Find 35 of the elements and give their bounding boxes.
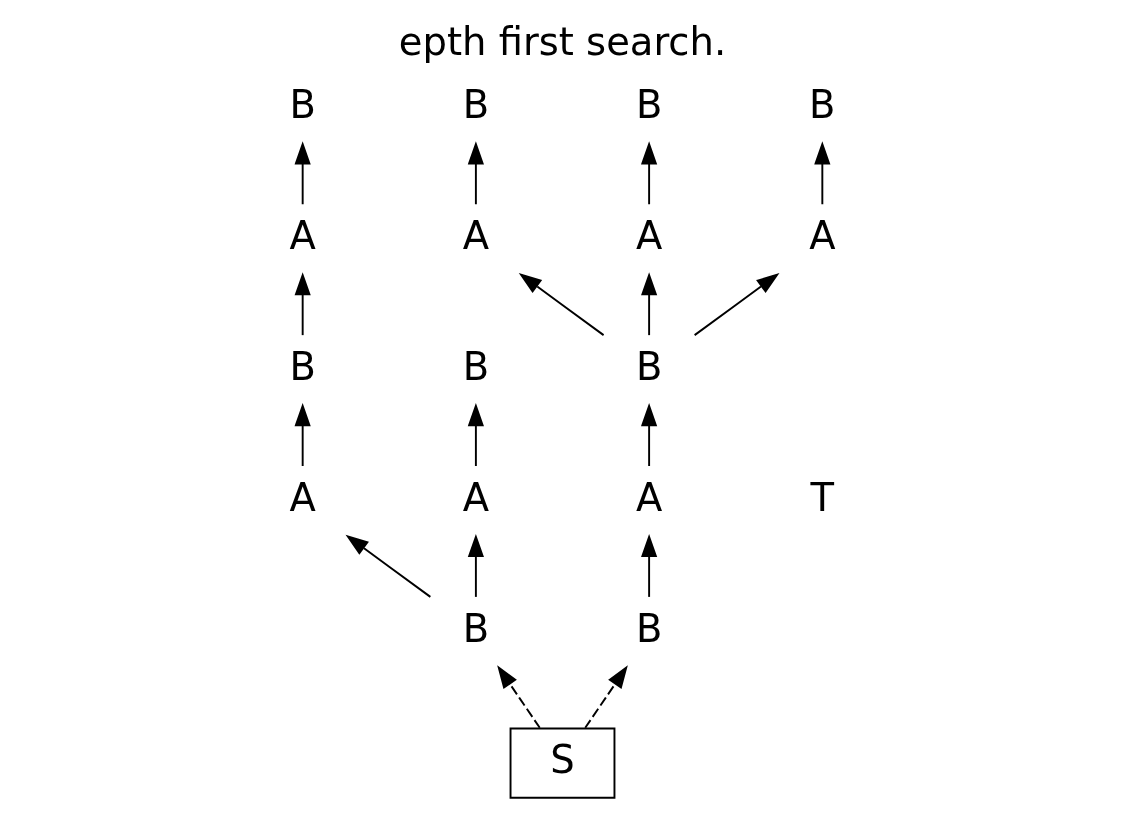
node-text: B xyxy=(635,82,662,128)
node-text: A xyxy=(635,474,662,520)
node-text: B xyxy=(462,344,489,390)
arrow xyxy=(640,403,657,467)
node-text: B xyxy=(288,82,316,128)
node-text: B xyxy=(808,82,836,128)
node-text: A xyxy=(808,213,835,259)
arrow xyxy=(640,272,657,337)
arrow xyxy=(294,141,311,206)
arrow xyxy=(496,665,541,729)
arrow xyxy=(518,272,605,337)
arrow xyxy=(467,403,484,467)
node-text: A xyxy=(462,474,489,520)
node-text: B xyxy=(635,605,662,651)
arrow xyxy=(467,141,484,206)
diagram-title: epth first search. xyxy=(398,18,726,64)
label: T xyxy=(810,474,834,520)
arrow xyxy=(813,141,830,206)
node-text: A xyxy=(289,474,316,520)
arrow xyxy=(345,534,431,598)
arrow xyxy=(693,272,779,337)
arrow xyxy=(467,533,484,598)
node-text: B xyxy=(462,82,489,128)
arrow xyxy=(583,665,628,729)
node-text: A xyxy=(635,213,662,259)
node-text: A xyxy=(289,213,316,259)
arrow xyxy=(294,403,311,467)
node-text: B xyxy=(288,344,316,390)
arrow xyxy=(294,272,311,337)
node-text: A xyxy=(462,213,489,259)
node-text: B xyxy=(635,344,662,390)
node-text: B xyxy=(462,605,489,651)
arrow xyxy=(640,533,657,598)
node-box: S xyxy=(509,727,615,799)
arrow xyxy=(640,141,657,206)
